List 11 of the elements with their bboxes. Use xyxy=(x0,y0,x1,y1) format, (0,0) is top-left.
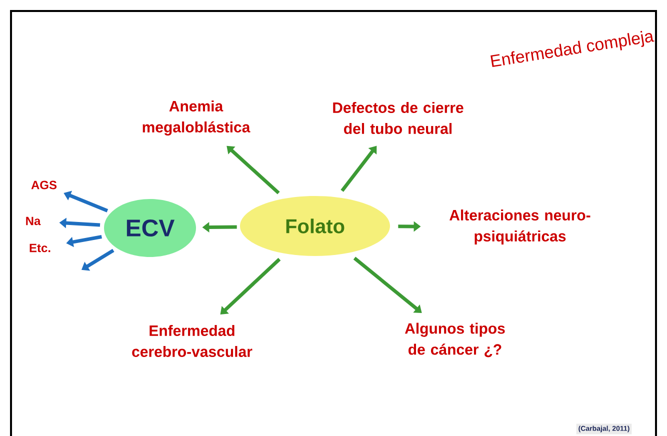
outcome-label: Anemia megaloblástica xyxy=(142,100,250,136)
arrow xyxy=(226,146,280,194)
outcome-label: Defectos de cierre del tubo neural xyxy=(333,102,464,134)
outcome-label: Na xyxy=(26,216,41,226)
outcome-label: Alteraciones neuro-psiquiátricas xyxy=(450,210,590,244)
outcome-label: Etc. xyxy=(30,244,50,252)
outcome-label: Algunos tipos de cáncer ¿? xyxy=(404,322,505,358)
title-note: Enfermedad compleja xyxy=(490,30,654,68)
arrow xyxy=(353,256,422,313)
outcome-label: AGS xyxy=(31,180,57,190)
outcome-label: Enfermedad cerebro-vascular xyxy=(132,324,252,357)
